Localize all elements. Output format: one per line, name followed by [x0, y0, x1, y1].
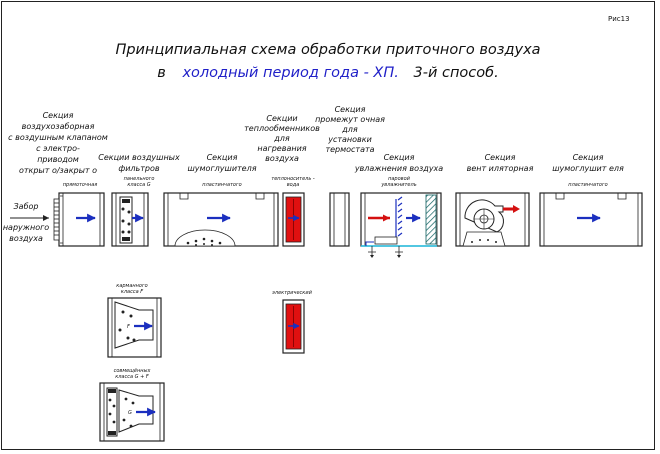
- sub-filters-2: класса G: [127, 182, 150, 188]
- heading-silencer-2-line: шумоглушит еля: [552, 164, 624, 173]
- title-line-2: в холодный период года - ХП. 3-й способ.: [157, 65, 498, 81]
- sub-humidifier-2: увлажнитель: [380, 182, 416, 188]
- sub-silencer-1: пластинчатого: [202, 182, 241, 188]
- sub-silencer-2: пластинчатого: [568, 182, 607, 188]
- eliminator-pack: [425, 194, 437, 245]
- inlet-label-line: Забор: [14, 202, 39, 211]
- combined-filter-tag: G: [128, 410, 132, 416]
- page-reference: Рис13: [608, 15, 630, 23]
- heading-humidifier-line: увлажнения воздуха: [354, 164, 443, 173]
- heading-intake-line: воздухозаборная: [22, 122, 95, 131]
- heading-filters-line: фильтров: [118, 164, 160, 173]
- heading-intake-line: Секция: [43, 111, 74, 120]
- section-fan: [455, 192, 530, 247]
- alt-electric-heater-label: электрический: [272, 290, 312, 296]
- bag-filter-tag: F: [127, 324, 130, 330]
- page-frame: [1, 1, 655, 450]
- fan-arrow-head: [513, 205, 520, 213]
- combined-panel-dots: [108, 398, 116, 424]
- heading-humidifier-line: Секция: [384, 153, 415, 162]
- heading-heater-line: теплообменников: [244, 124, 320, 133]
- alt-combined-filter-label: класса G + F: [115, 374, 149, 380]
- sub-intake: прямоточная: [63, 182, 98, 188]
- heading-thermostat-line: Секция: [335, 105, 366, 114]
- heading-intake-line: с электро-: [36, 144, 80, 153]
- steam-generator: [374, 236, 398, 245]
- title-suffix: 3-й способ.: [413, 65, 498, 81]
- section-intake: [53, 192, 105, 247]
- heading-heater-line: воздуха: [265, 154, 299, 163]
- heading-silencer-2-line: Секция: [573, 153, 604, 162]
- heading-silencer-2: Секция шумоглушит еля: [552, 153, 624, 173]
- heading-heater: Секции теплообменников для нагревания во…: [244, 114, 320, 163]
- heading-silencer-1-line: шумоглушителя: [187, 164, 256, 173]
- inlet-label-line: воздуха: [9, 234, 43, 243]
- title-prefix: в: [157, 65, 166, 81]
- heading-intake-line: с воздушным клапаном: [8, 133, 108, 142]
- sub-humidifier-1: паровой: [388, 176, 411, 182]
- heading-silencer-1: Секция шумоглушителя: [187, 153, 256, 173]
- heading-thermostat-line: промежут очная: [315, 115, 385, 124]
- heading-filters-line: Секции воздушных: [98, 153, 180, 162]
- title-highlight: холодный период года - ХП.: [181, 65, 398, 81]
- dome-dots: [186, 237, 222, 246]
- heading-intake: Секция воздухозаборная с воздушным клапа…: [8, 111, 108, 175]
- heading-heater-line: для: [273, 134, 290, 143]
- heading-thermostat: Секция промежут очная для установки терм…: [315, 105, 385, 154]
- heading-intake-line: приводом: [37, 155, 79, 164]
- section-humidifier: [360, 192, 442, 258]
- heading-fan-line: вент иляторная: [467, 164, 534, 173]
- section-silencer-2: [539, 192, 643, 247]
- inlet-label-line: наружного: [3, 223, 49, 232]
- heading-humidifier: Секция увлажнения воздуха: [354, 153, 443, 173]
- humid-arrow-in-head: [383, 214, 390, 222]
- damper-blades: [54, 202, 59, 236]
- alt-combined-filter: совмещённых класса G + F G: [99, 368, 165, 442]
- fan-base-dots: [471, 239, 497, 243]
- section-panel-filter: [111, 192, 149, 247]
- section-silencer-1: [163, 192, 279, 247]
- alt-bag-filter: карманного класса F F: [107, 283, 162, 358]
- heading-filters: Секции воздушных фильтров: [98, 153, 180, 173]
- filter-bolts: [121, 207, 131, 234]
- heading-heater-line: Секции: [266, 114, 297, 123]
- sub-filters-1: панельного: [124, 176, 155, 182]
- fan-base: [462, 231, 506, 247]
- heading-intake-line: открыт о/закрыт о: [19, 166, 97, 175]
- inlet-arrow-head: [43, 215, 49, 221]
- title-line-1: Принципиальная схема обработки приточног…: [115, 42, 540, 58]
- alt-combined-filter-label: совмещённых: [114, 368, 151, 374]
- heading-thermostat-line: термостата: [325, 145, 374, 154]
- heading-heater-line: нагревания: [257, 144, 306, 153]
- bag-filter-dots: [118, 310, 136, 342]
- section-water-heater: [282, 192, 305, 247]
- heading-thermostat-line: для: [341, 125, 358, 134]
- heading-silencer-1-line: Секция: [207, 153, 238, 162]
- sub-heater-2: вода: [287, 182, 300, 188]
- alt-electric-heater: электрический: [272, 290, 313, 354]
- combined-bag-dots: [122, 397, 135, 428]
- alt-bag-filter-label: карманного: [116, 283, 147, 289]
- heading-fan-line: Секция: [485, 153, 516, 162]
- steam-lances: [395, 196, 403, 240]
- sub-heater-1: теплоноситель -: [271, 176, 315, 182]
- section-thermostat: [329, 192, 350, 247]
- inlet-label: Забор наружного воздуха: [3, 202, 49, 243]
- alt-bag-filter-label: класса F: [121, 289, 143, 295]
- heading-thermostat-line: установки: [327, 135, 372, 144]
- heading-fan: Секция вент иляторная: [467, 153, 534, 173]
